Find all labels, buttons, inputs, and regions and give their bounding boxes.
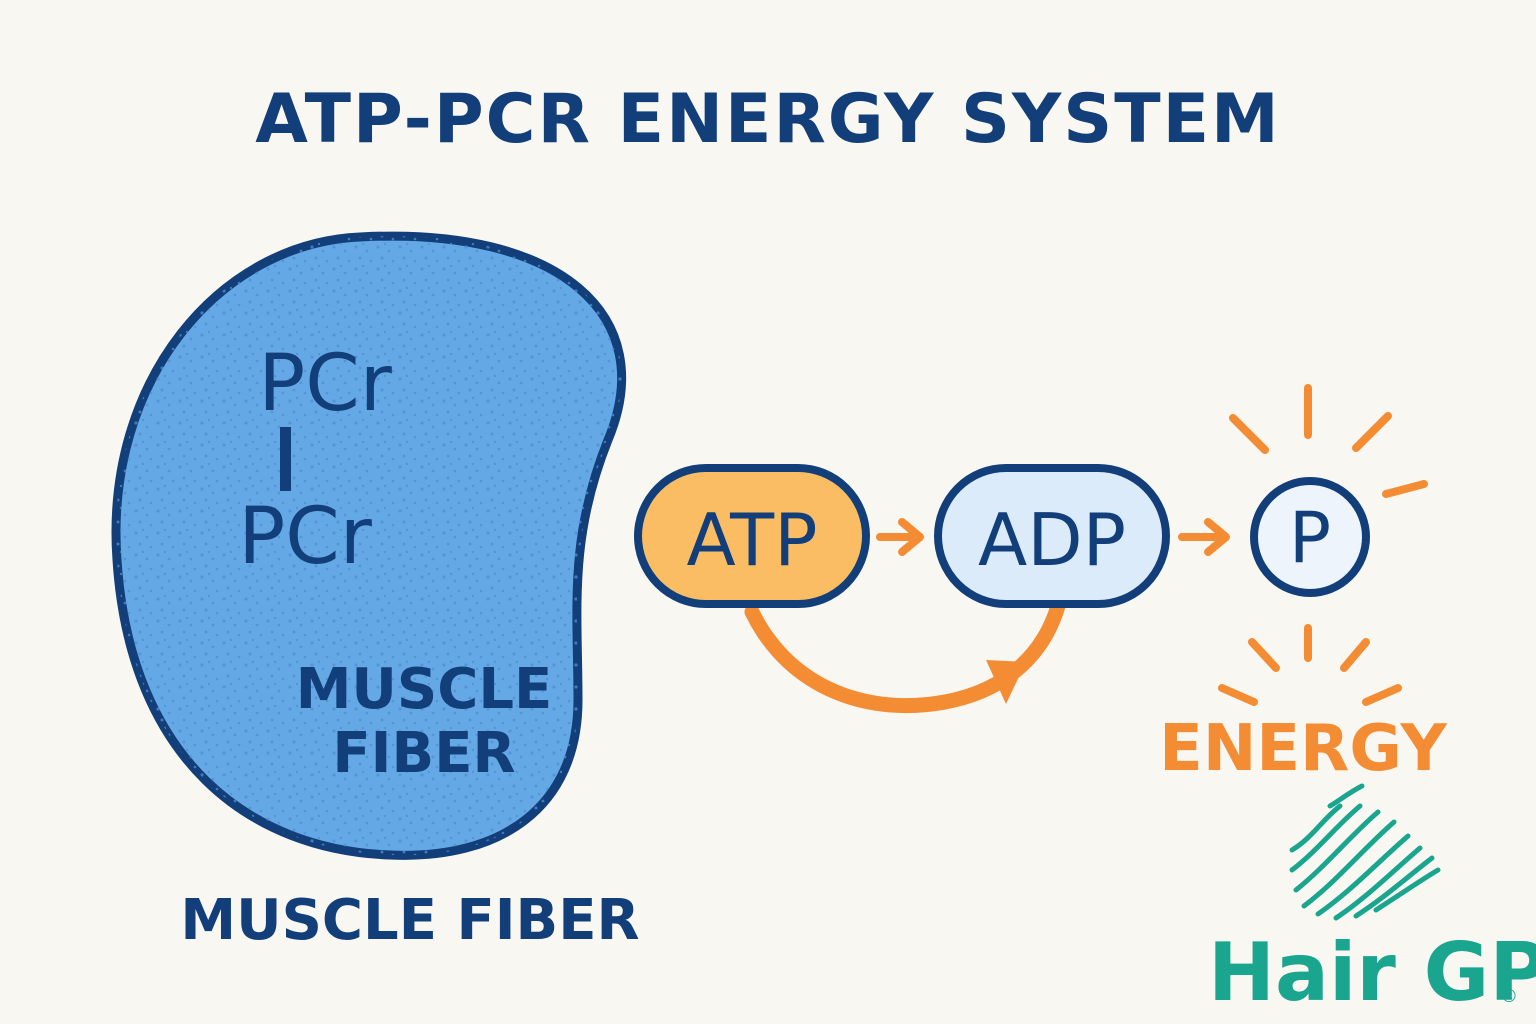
- fiber-label-line1: MUSCLE: [296, 657, 553, 722]
- phosphate-circle: [1250, 477, 1370, 597]
- muscle-fiber-caption: MUSCLE FIBER: [180, 888, 640, 953]
- pcr-label-bottom: PCr: [238, 492, 372, 582]
- pcr-label-top: PCr: [258, 339, 392, 429]
- atp-label: ATP: [686, 498, 817, 582]
- energy-label: ENERGY: [1159, 712, 1447, 786]
- pcr-link-line: [280, 427, 291, 491]
- adp-pill: [934, 464, 1170, 608]
- phosphate-label: P: [1289, 497, 1331, 579]
- fiber-label-line2: FIBER: [332, 721, 515, 786]
- arrow-atp-to-adp: [876, 518, 924, 556]
- hair-gp-logo-mark: [1289, 783, 1441, 921]
- arrow-adp-to-p: [1178, 518, 1230, 556]
- recycle-arrow: [744, 598, 1066, 714]
- atp-pill: [634, 464, 870, 608]
- diagram-title: ATP-PCR ENERGY SYSTEM: [255, 80, 1281, 159]
- logo-registered-mark: ®: [1500, 986, 1518, 1007]
- hair-gp-logo-text: Hair GP: [1208, 926, 1536, 1019]
- adp-label: ADP: [978, 498, 1126, 582]
- muscle-fiber-shape: [111, 231, 627, 860]
- energy-burst-icon: [1218, 384, 1428, 706]
